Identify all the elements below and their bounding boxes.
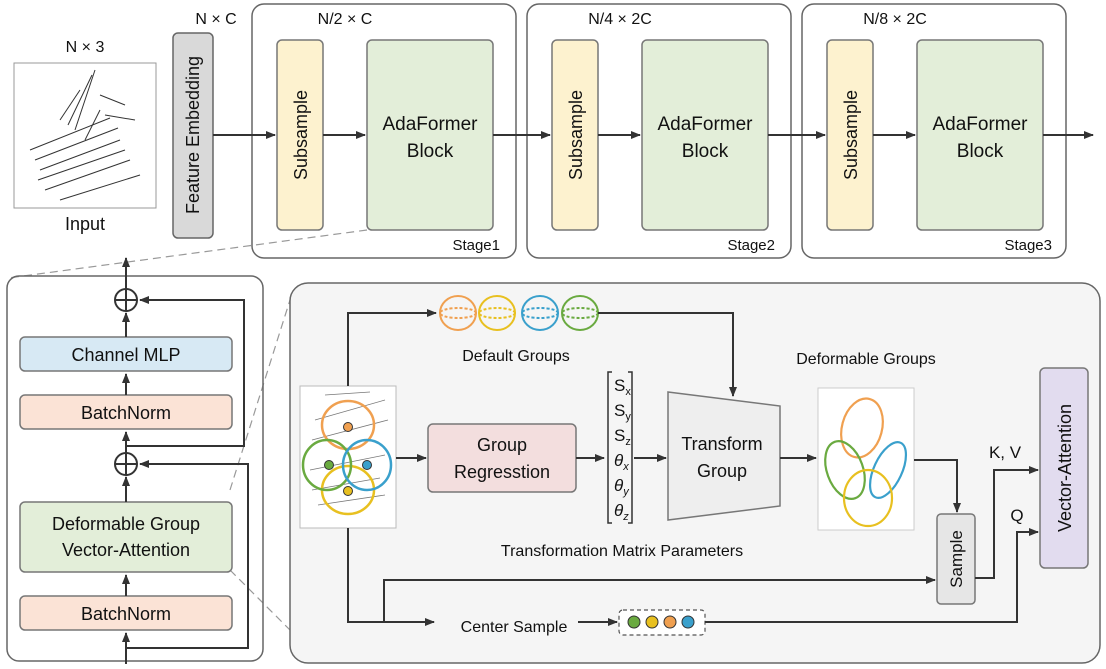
feature-embedding-label: Feature Embedding bbox=[183, 56, 203, 214]
stage3-subsample-label: Subsample bbox=[841, 90, 861, 180]
transform-params: Sx Sy Sz θx θy θz bbox=[614, 376, 631, 523]
param-thetaz-sub: z bbox=[622, 511, 629, 523]
adaformer-detail-frame bbox=[6, 275, 264, 662]
input-point-cloud bbox=[13, 62, 157, 209]
stage1-frame bbox=[251, 3, 517, 259]
stage1-dim: N/2 × C bbox=[318, 11, 373, 28]
param-sz: Sz bbox=[614, 426, 631, 448]
group-regression-line2: Regresstion bbox=[454, 462, 550, 482]
group-regression-line1: Group bbox=[477, 435, 527, 455]
kv-label: K, V bbox=[989, 443, 1022, 462]
stage1-subsample-label: Subsample bbox=[291, 90, 311, 180]
param-sy-base: S bbox=[614, 401, 625, 420]
stage1-block-line2: Block bbox=[407, 141, 454, 162]
stage3-name: Stage3 bbox=[1004, 237, 1052, 254]
stage1-block-line1: AdaFormer bbox=[382, 114, 478, 135]
stage3-block-line1: AdaFormer bbox=[932, 114, 1028, 135]
dgva-line1: Deformable Group bbox=[52, 514, 200, 534]
sample-box bbox=[936, 513, 976, 605]
stage2-block-line1: AdaFormer bbox=[657, 114, 753, 135]
param-sz-sub: z bbox=[625, 436, 631, 448]
stage2-dim: N/4 × 2C bbox=[588, 11, 652, 28]
stage2-adaformer-block bbox=[641, 39, 769, 231]
batchnorm-top-label: BatchNorm bbox=[81, 403, 171, 423]
param-sy: Sy bbox=[614, 401, 631, 423]
param-thetay: θy bbox=[614, 476, 630, 498]
param-sx-base: S bbox=[614, 376, 625, 395]
input-label: Input bbox=[65, 214, 105, 234]
stage1-adaformer-block bbox=[366, 39, 494, 231]
sample-label: Sample bbox=[947, 530, 966, 588]
sum-node-bottom bbox=[114, 452, 138, 476]
center-sample-points bbox=[618, 609, 706, 636]
stage2-name: Stage2 bbox=[727, 237, 775, 254]
sum-node-top bbox=[114, 288, 138, 312]
param-thetax-sub: x bbox=[622, 461, 629, 473]
param-thetax: θx bbox=[614, 451, 629, 473]
param-sx: Sx bbox=[614, 376, 631, 398]
stage3-adaformer-block bbox=[916, 39, 1044, 231]
dgva-box bbox=[19, 501, 233, 573]
param-thetax-base: θ bbox=[614, 451, 624, 470]
q-label: Q bbox=[1010, 506, 1023, 525]
param-thetay-base: θ bbox=[614, 476, 624, 495]
channel-mlp-label: Channel MLP bbox=[71, 345, 180, 365]
batchnorm-bottom-label: BatchNorm bbox=[81, 604, 171, 624]
left-flow-arrows bbox=[122, 257, 249, 664]
param-sz-base: S bbox=[614, 426, 625, 445]
stage3-frame bbox=[801, 3, 1067, 259]
detail-flow-arrows bbox=[347, 309, 1039, 626]
deformable-groups-image bbox=[817, 387, 915, 531]
stage1-name: Stage1 bbox=[452, 237, 500, 254]
param-sy-sub: y bbox=[625, 411, 631, 423]
zoom-lines bbox=[7, 229, 368, 631]
param-thetaz-base: θ bbox=[614, 501, 624, 520]
input-dim-label: N × 3 bbox=[66, 39, 105, 56]
vector-attention-label: Vector-Attention bbox=[1055, 404, 1075, 532]
stage2-frame bbox=[526, 3, 792, 259]
transform-group-shape bbox=[667, 391, 781, 521]
deformable-groups-label: Deformable Groups bbox=[796, 351, 936, 368]
transform-group-line2: Group bbox=[697, 461, 747, 481]
matrix-brackets bbox=[607, 371, 633, 524]
dgva-line2: Vector-Attention bbox=[62, 540, 190, 560]
stage3-dim: N/8 × 2C bbox=[863, 11, 927, 28]
default-groups-label: Default Groups bbox=[462, 348, 570, 365]
stage3-block-line2: Block bbox=[957, 141, 1004, 162]
stage2-subsample-label: Subsample bbox=[566, 90, 586, 180]
param-thetaz: θz bbox=[614, 501, 629, 523]
transformation-caption: Transformation Matrix Parameters bbox=[501, 543, 743, 560]
param-thetay-sub: y bbox=[622, 486, 630, 498]
vector-attention-box bbox=[1039, 367, 1089, 569]
grouped-point-cloud bbox=[299, 385, 397, 529]
center-sample-label: Center Sample bbox=[461, 619, 568, 636]
param-sx-sub: x bbox=[625, 386, 631, 398]
stage2-block-line2: Block bbox=[682, 141, 729, 162]
embed-dim-label: N × C bbox=[195, 11, 236, 28]
transform-group-line1: Transform bbox=[681, 434, 762, 454]
